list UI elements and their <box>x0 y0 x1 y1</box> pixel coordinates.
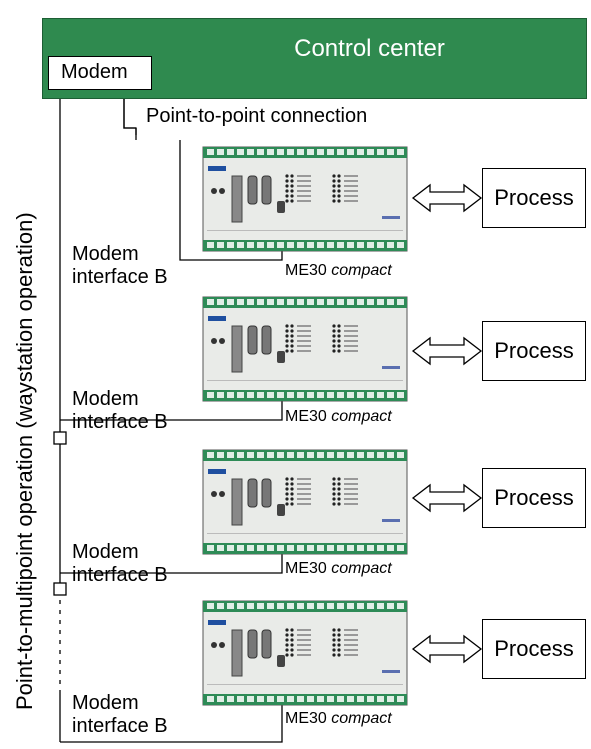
multipoint-label: Point-to-multipoint operation (waystatio… <box>12 212 37 710</box>
modem-label-line1: Modem <box>72 388 139 410</box>
ptp-route <box>123 90 136 129</box>
modem-label-line2: interface B <box>72 715 168 737</box>
modem-interface-label-1: Modem interface B <box>72 243 168 289</box>
junction-box-3 <box>53 582 67 596</box>
device-name: ME30 <box>285 560 327 577</box>
device-variant: compact <box>331 560 392 577</box>
arrow-3 <box>411 483 483 513</box>
ptp-label: Point-to-point connection <box>146 105 368 127</box>
me30-compact-device-2 <box>202 296 408 402</box>
modem-label-line2: interface B <box>72 411 168 433</box>
arrow-2 <box>411 336 483 366</box>
me30-compact-device-3 <box>202 449 408 555</box>
arrow-4 <box>411 634 483 664</box>
device-name: ME30 <box>285 262 327 279</box>
modem-label-line2: interface B <box>72 266 168 288</box>
me30-compact-device-1 <box>202 146 408 252</box>
device-caption-2: ME30 compact <box>285 408 392 426</box>
device-caption-3: ME30 compact <box>285 560 392 578</box>
ptp-line-to-device <box>136 128 180 140</box>
arrow-1 <box>411 183 483 213</box>
device-name: ME30 <box>285 408 327 425</box>
device-caption-1: ME30 compact <box>285 262 392 280</box>
modem-interface-label-4: Modem interface B <box>72 692 168 738</box>
device-variant: compact <box>331 710 392 727</box>
device-caption-4: ME30 compact <box>285 710 392 728</box>
process-box-4: Process <box>482 619 586 679</box>
modem-interface-label-2: Modem interface B <box>72 388 168 434</box>
process-box-1: Process <box>482 168 586 228</box>
process-box-2: Process <box>482 321 586 381</box>
me30-compact-device-4 <box>202 600 408 706</box>
control-center-title: Control center <box>294 35 445 62</box>
junction-box-2 <box>53 431 67 445</box>
process-box-3: Process <box>482 468 586 528</box>
device-name: ME30 <box>285 710 327 727</box>
device-variant: compact <box>331 408 392 425</box>
modem-interface-label-3: Modem interface B <box>72 541 168 587</box>
modem-label-line1: Modem <box>72 541 139 563</box>
modem-label-line1: Modem <box>72 692 139 714</box>
modem-label-line1: Modem <box>72 243 139 265</box>
modem-label-line2: interface B <box>72 564 168 586</box>
device-variant: compact <box>331 262 392 279</box>
modem-box: Modem <box>48 56 152 90</box>
